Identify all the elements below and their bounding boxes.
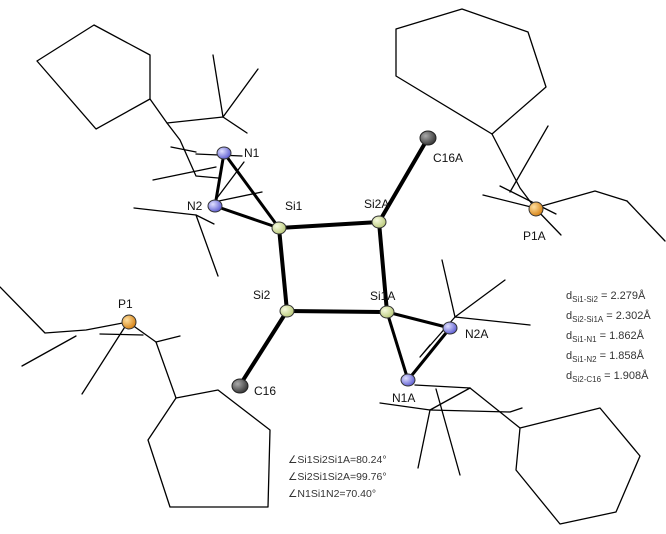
atoms xyxy=(121,130,544,394)
label-n1: N1 xyxy=(244,146,260,160)
p1a-atom xyxy=(528,201,544,217)
angle-n1-si1-n2: ∠N1Si1N2=70.40° xyxy=(288,488,377,500)
label-c16a: C16A xyxy=(433,151,463,165)
si1a-atom xyxy=(379,305,395,319)
si2-atom xyxy=(279,304,295,318)
c16a-atom xyxy=(419,130,437,146)
si2a-atom xyxy=(371,215,387,229)
cyclohexyl-ring-lower-left xyxy=(147,389,271,508)
label-si1: Si1 xyxy=(285,199,303,213)
n2-atom xyxy=(207,199,223,213)
label-si1a: Si1A xyxy=(370,289,395,303)
n2a-atom xyxy=(442,321,458,335)
lower-right-substituents xyxy=(379,259,641,525)
c16-atom xyxy=(231,378,249,394)
label-p1a: P1A xyxy=(523,229,546,243)
silicon-ring-bonds xyxy=(213,136,452,387)
label-c16: C16 xyxy=(254,384,276,398)
label-si2: Si2 xyxy=(253,288,271,302)
p1-atom xyxy=(121,314,137,330)
atom-labels: Si1 Si2A Si1A Si2 N1 N2 N2A N1A P1 P1A C… xyxy=(118,146,546,405)
lower-left-substituents xyxy=(0,286,271,508)
bond-distance-list: dSi1-Si2 = 2.279Å dSi2-Si1A = 2.302Å dSi… xyxy=(566,288,651,388)
distance-si1-n2: dSi1-N2 = 1.858Å xyxy=(566,350,644,364)
label-n1a: N1A xyxy=(392,391,415,405)
label-p1: P1 xyxy=(118,297,133,311)
label-n2: N2 xyxy=(187,199,203,213)
si1-atom xyxy=(271,221,287,235)
label-n2a: N2A xyxy=(465,327,488,341)
distance-si1-si2: dSi1-Si2 = 2.279Å xyxy=(566,290,646,304)
n1a-atom xyxy=(400,373,416,387)
upper-right-substituents xyxy=(395,8,666,242)
distance-si2-c16: dSi2-C16 = 1.908Å xyxy=(566,370,649,384)
distance-si2-si1a: dSi2-Si1A = 2.302Å xyxy=(566,310,651,324)
n1-atom xyxy=(216,146,232,160)
cyclohexyl-ring-upper-left xyxy=(36,24,151,130)
cyclohexyl-ring-upper-right xyxy=(395,8,547,135)
angle-si2-si1-si2a: ∠Si2Si1Si2A=99.76° xyxy=(288,471,387,483)
distance-si1-n1: dSi1-N1 = 1.862Å xyxy=(566,330,644,344)
angle-si1-si2-si1a: ∠Si1Si2Si1A=80.24° xyxy=(288,454,387,466)
bond-angle-list: ∠Si1Si2Si1A=80.24° ∠Si2Si1Si2A=99.76° ∠N… xyxy=(288,452,387,503)
label-si2a: Si2A xyxy=(364,197,389,211)
cyclohexyl-ring-lower-right xyxy=(469,387,641,525)
